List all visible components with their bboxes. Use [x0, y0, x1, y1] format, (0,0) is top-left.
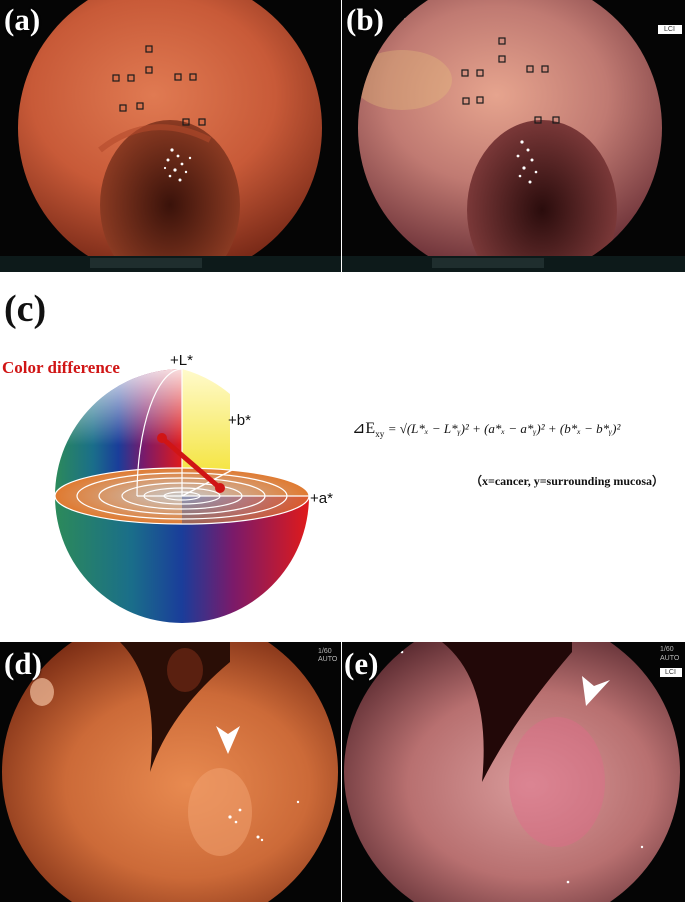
roi-box	[534, 116, 542, 124]
arrowhead-marker	[216, 726, 240, 754]
panel-label-c: (c)	[4, 288, 47, 330]
panel-label-b: (b)	[346, 2, 384, 37]
roi-box	[145, 45, 153, 53]
scope-info-shutter: 1/60	[660, 646, 674, 653]
axis-label-b: +b*	[228, 412, 251, 429]
color-difference-vector	[160, 436, 222, 490]
formula-rhs: = √(L*ₓ − L*ᵧ)² + (a*ₓ − a*ᵧ)² + (b*ₓ − …	[387, 421, 621, 436]
roi-box	[461, 69, 469, 77]
roi-box	[476, 69, 484, 77]
roi-box	[198, 118, 206, 126]
roi-box	[552, 116, 560, 124]
roi-box	[498, 55, 506, 63]
formula-lhs: ⊿E	[352, 420, 376, 437]
scope-info-shutter: 1/60	[318, 648, 332, 655]
endoscopy-image-white-light-lesion	[0, 642, 341, 902]
panel-c: (c) Color difference	[0, 276, 685, 638]
roi-box	[189, 73, 197, 81]
endoscopy-image-lci	[342, 0, 685, 272]
roi-box	[462, 97, 470, 105]
endoscopy-image-white-light	[0, 0, 341, 272]
vector-point-x	[215, 483, 225, 493]
lci-badge-text: LCI	[664, 26, 675, 33]
arrowhead-marker	[582, 676, 610, 706]
roi-box	[174, 73, 182, 81]
roi-box	[119, 104, 127, 112]
endoscopy-image-lci-lesion	[342, 642, 685, 902]
axis-label-a: +a*	[310, 490, 333, 507]
roi-box	[145, 66, 153, 74]
color-difference-title: Color difference	[2, 358, 120, 377]
panel-a: (a)	[0, 0, 341, 272]
roi-box	[541, 65, 549, 73]
roi-box	[526, 65, 534, 73]
cielab-color-sphere	[54, 368, 310, 623]
roi-boxes	[112, 45, 206, 126]
roi-box	[112, 74, 120, 82]
color-difference-formula: ⊿Exy = √(L*ₓ − L*ᵧ)² + (a*ₓ − a*ᵧ)² + (b…	[352, 418, 620, 439]
roi-boxes	[461, 37, 560, 124]
roi-box	[127, 74, 135, 82]
scope-info-mode: AUTO	[318, 656, 338, 663]
lci-badge	[658, 25, 682, 34]
roi-box	[182, 118, 190, 126]
formula-note: （x=cancer, y=surrounding mucosa）	[470, 474, 665, 488]
panel-e: 1/60 AUTO LCI (e)	[342, 642, 685, 902]
roi-box	[498, 37, 506, 45]
lci-badge-text: LCI	[665, 669, 676, 676]
panel-label-a: (a)	[4, 2, 41, 37]
axis-label-l: +L*	[170, 352, 193, 369]
roi-box	[476, 96, 484, 104]
scope-info-mode: AUTO	[660, 655, 680, 662]
panel-d: 1/60 AUTO (d)	[0, 642, 341, 902]
panel-b: LCI (b)	[342, 0, 685, 272]
lci-badge	[660, 668, 682, 677]
roi-box	[136, 102, 144, 110]
formula-subscript: xy	[375, 428, 385, 439]
panel-label-e: (e)	[344, 646, 379, 681]
vector-point-y	[157, 433, 167, 443]
panel-label-d: (d)	[4, 646, 42, 681]
